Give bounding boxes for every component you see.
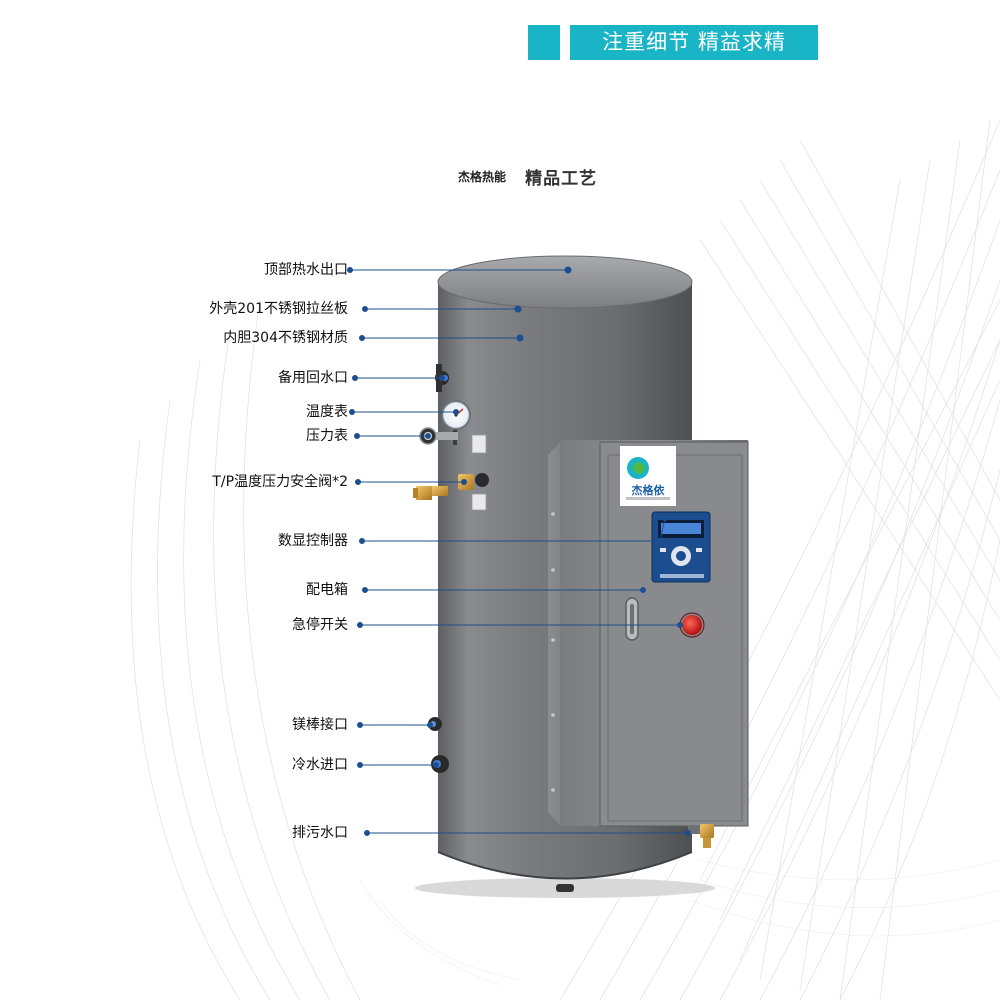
- callout-dot-top-hot-outlet: [564, 266, 572, 274]
- tp-valve-1: [416, 486, 432, 500]
- tank-foot: [556, 884, 574, 892]
- callout-label-pressure-gauge: 压力表: [306, 428, 348, 444]
- callout-dot-backup-return: [439, 375, 445, 381]
- callout-dot-digital-controller: [662, 515, 668, 521]
- callout-dot-temperature-gauge: [453, 409, 459, 415]
- callout-label-tp-valve: T/P温度压力安全阀*2: [212, 474, 348, 490]
- callout-label-backup-return: 备用回水口: [278, 370, 348, 386]
- callout-dot-magnesium-port: [427, 722, 433, 728]
- callout-label-cold-inlet: 冷水进口: [292, 757, 348, 773]
- page-title-banner: 注重细节 精益求精: [570, 25, 818, 60]
- banner-accent-block: [528, 25, 560, 60]
- craft-title: 精品工艺: [525, 169, 598, 189]
- callout-dot-inner-tank: [516, 334, 524, 342]
- emergency-stop-button: [682, 615, 702, 635]
- callout-dot-shell: [514, 305, 522, 313]
- callout-dot-pressure-gauge: [425, 433, 431, 439]
- callout-label-emergency-stop: 急停开关: [292, 617, 348, 633]
- callout-dot-distribution-box: [640, 587, 646, 593]
- callout-label-digital-controller: 数显控制器: [278, 533, 348, 549]
- callout-label-shell: 外壳201不锈钢拉丝板: [209, 301, 348, 317]
- tank-top: [438, 256, 692, 308]
- callout-dot-drain: [685, 830, 691, 836]
- callout-label-distribution-box: 配电箱: [306, 582, 348, 598]
- subtitle: 杰格热能 精品工艺: [458, 164, 598, 189]
- callout-dot-cold-inlet: [433, 762, 439, 768]
- drain-valve: [700, 824, 714, 838]
- callout-dot-emergency-stop: [677, 622, 683, 628]
- callout-label-inner-tank: 内胆304不锈钢材质: [223, 330, 348, 346]
- callout-label-temperature-gauge: 温度表: [306, 404, 348, 420]
- brand-name: 杰格热能: [458, 170, 507, 184]
- logo-plate: [620, 446, 676, 506]
- page-title: 注重细节 精益求精: [602, 30, 786, 54]
- callout-label-drain: 排污水口: [292, 825, 348, 841]
- logo-text: 杰格依: [632, 483, 666, 497]
- callout-dot-tp-valve: [461, 479, 467, 485]
- callout-label-top-hot-outlet: 顶部热水出口: [264, 262, 348, 278]
- callout-label-magnesium-port: 镁棒接口: [292, 717, 348, 733]
